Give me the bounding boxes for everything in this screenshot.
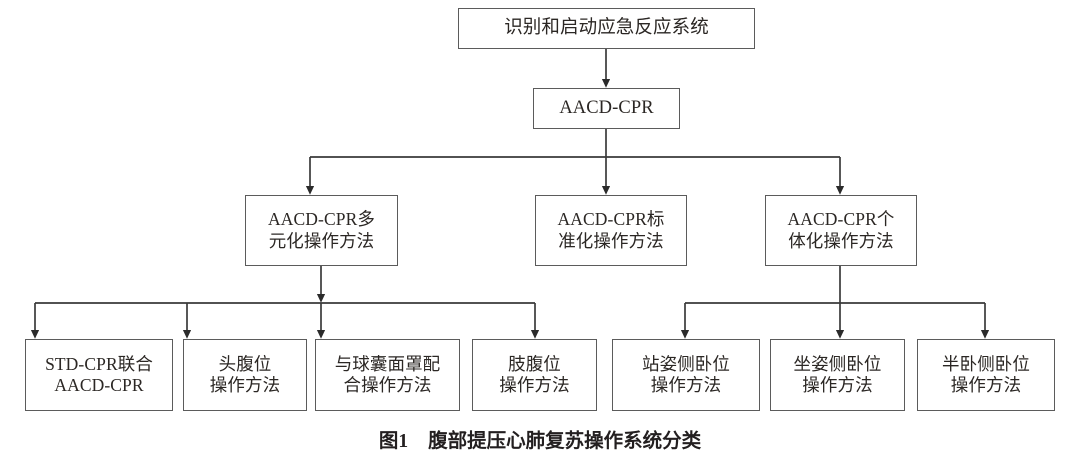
node-standard-method: AACD-CPR标 准化操作方法 <box>535 195 687 266</box>
figure-caption-text: 腹部提压心肺复苏操作系统分类 <box>428 431 702 452</box>
node-sitting-lateral: 坐姿侧卧位 操作方法 <box>770 339 905 411</box>
figure-caption: 图1 腹部提压心肺复苏操作系统分类 <box>0 424 1080 453</box>
node-head-abdomen: 头腹位 操作方法 <box>183 339 307 411</box>
figure-number: 图1 <box>378 431 409 452</box>
node-bag-mask: 与球囊面罩配 合操作方法 <box>315 339 460 411</box>
node-std-cpr-combined: STD-CPR联合 AACD-CPR <box>25 339 173 411</box>
node-standing-lateral: 站姿侧卧位 操作方法 <box>612 339 760 411</box>
node-limb-abdomen: 肢腹位 操作方法 <box>472 339 597 411</box>
node-semi-recumbent-lateral: 半卧侧卧位 操作方法 <box>917 339 1055 411</box>
node-multi-method: AACD-CPR多 元化操作方法 <box>245 195 398 266</box>
connector-lines <box>30 49 990 339</box>
node-individual-method: AACD-CPR个 体化操作方法 <box>765 195 917 266</box>
node-root: 识别和启动应急反应系统 <box>458 8 755 49</box>
node-aacd-cpr: AACD-CPR <box>533 88 680 129</box>
